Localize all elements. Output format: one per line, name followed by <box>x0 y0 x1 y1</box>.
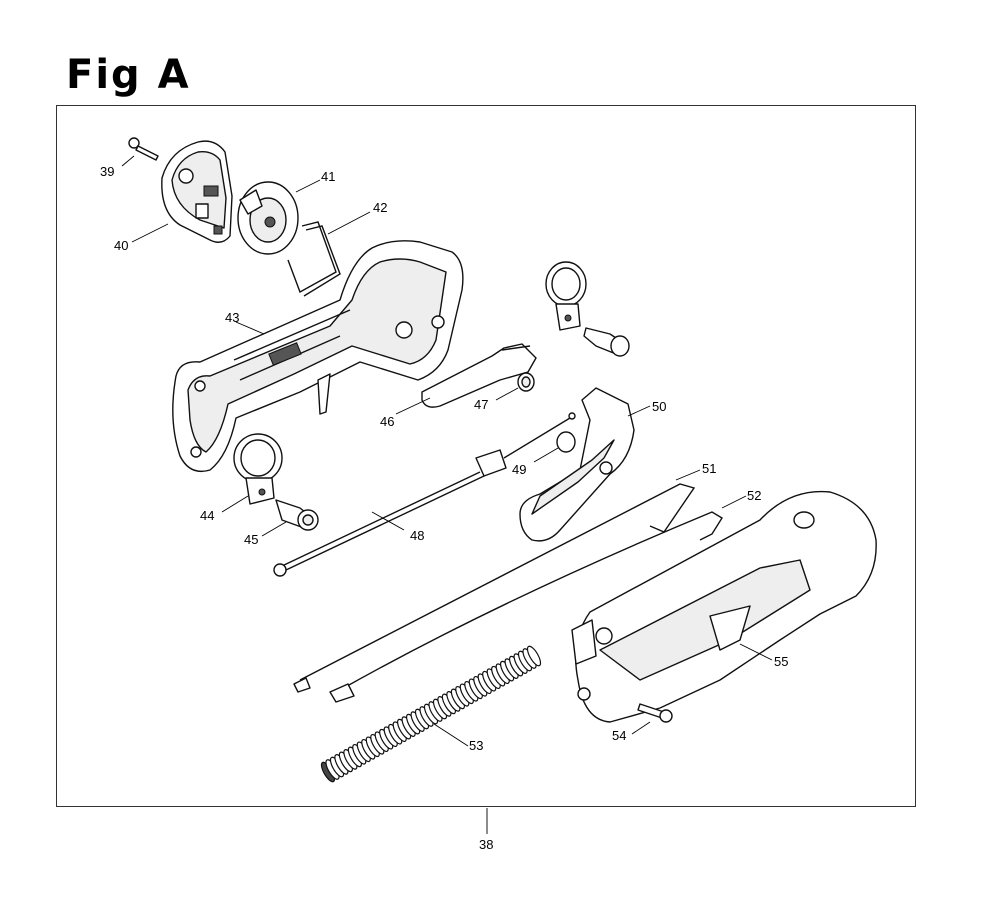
callout-50: 50 <box>652 399 666 414</box>
part-48-cable <box>273 412 576 577</box>
part-47-spring <box>495 372 535 401</box>
callout-42: 42 <box>373 200 387 215</box>
part-52-wire <box>329 495 747 703</box>
part-45-bolt <box>261 499 319 537</box>
callout-41: 41 <box>321 169 335 184</box>
part-55-handle-half <box>571 490 877 723</box>
part-41-switch <box>237 179 321 255</box>
callout-53: 53 <box>469 738 483 753</box>
callout-40: 40 <box>114 238 128 253</box>
callout-51: 51 <box>702 461 716 476</box>
callout-52: 52 <box>747 488 761 503</box>
part-44-clamp <box>221 433 283 513</box>
part-54-screw <box>631 703 673 735</box>
part-clamp-top <box>545 261 630 357</box>
callout-39: 39 <box>100 164 114 179</box>
part-50-grip-piece <box>519 387 651 542</box>
callout-54: 54 <box>612 728 626 743</box>
part-40-cover <box>131 140 233 243</box>
figure-title: Fig A <box>66 52 191 98</box>
callout-46: 46 <box>380 414 394 429</box>
part-42-spring <box>287 211 371 297</box>
diagram-frame <box>56 105 916 807</box>
callout-49: 49 <box>512 462 526 477</box>
part-51-rod <box>293 469 701 693</box>
callout-47: 47 <box>474 397 488 412</box>
part-49-washer <box>533 431 576 463</box>
part-39-screw <box>121 137 159 167</box>
part-43-handle-half <box>172 240 464 473</box>
part-46-trigger <box>395 343 537 415</box>
callout-55: 55 <box>774 654 788 669</box>
coil-ring <box>526 645 542 667</box>
callout-43: 43 <box>225 310 239 325</box>
callout-44: 44 <box>200 508 214 523</box>
callout-45: 45 <box>244 532 258 547</box>
assembly-label-38: 38 <box>479 837 493 852</box>
part-53-coil-spring <box>320 645 542 783</box>
callout-48: 48 <box>410 528 424 543</box>
